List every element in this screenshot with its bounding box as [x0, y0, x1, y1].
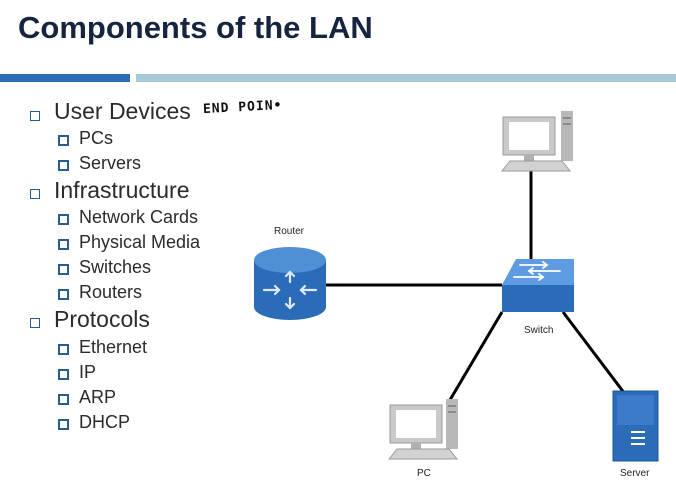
network-links — [326, 171, 627, 406]
bullet-dhcp: DHCP — [79, 412, 131, 432]
sub-bullet-square-icon — [58, 419, 69, 430]
bullet-user-devices: User Devices — [54, 98, 191, 124]
link-switch-server — [561, 311, 627, 395]
bullet-network-cards: Network Cards — [79, 207, 199, 227]
title-underline-accent — [0, 74, 130, 82]
server-label: Server — [620, 468, 650, 479]
sub-bullet-square-icon — [58, 289, 69, 300]
pc-label: PC — [417, 468, 431, 479]
sub-bullet-square-icon — [58, 394, 69, 405]
switch-label: Switch — [524, 325, 554, 336]
server-icon — [612, 390, 659, 462]
computer-icon-pc — [387, 399, 459, 460]
bullet-routers: Routers — [79, 282, 143, 302]
sub-bullet-square-icon — [58, 369, 69, 380]
bullet-arp: ARP — [79, 387, 117, 407]
bullet-pcs: PCs — [79, 128, 114, 148]
router-label: Router — [274, 226, 305, 237]
link-switch-pc — [445, 311, 504, 406]
sub-bullet-square-icon — [58, 264, 69, 275]
bullet-square-icon — [30, 111, 40, 121]
bullet-square-icon — [30, 318, 40, 328]
bullet-square-icon — [30, 189, 40, 199]
sub-bullet-square-icon — [58, 239, 69, 250]
bullet-servers: Servers — [79, 153, 142, 173]
bullet-ip: IP — [79, 362, 97, 382]
switch-icon — [502, 259, 574, 312]
slide-title: Components of the LAN — [18, 10, 373, 45]
computer-icon-top — [500, 111, 573, 172]
sub-bullet-square-icon — [58, 344, 69, 355]
router-icon — [254, 247, 326, 320]
bullet-ethernet: Ethernet — [79, 337, 148, 357]
sub-bullet-square-icon — [58, 135, 69, 146]
sub-bullet-square-icon — [58, 214, 69, 225]
bullet-physical-media: Physical Media — [79, 232, 201, 252]
title-underline-bar — [136, 74, 676, 82]
bullet-protocols: Protocols — [54, 306, 150, 332]
bullet-switches: Switches — [79, 257, 152, 277]
bullet-infrastructure: Infrastructure — [54, 177, 190, 203]
sub-bullet-square-icon — [58, 160, 69, 171]
